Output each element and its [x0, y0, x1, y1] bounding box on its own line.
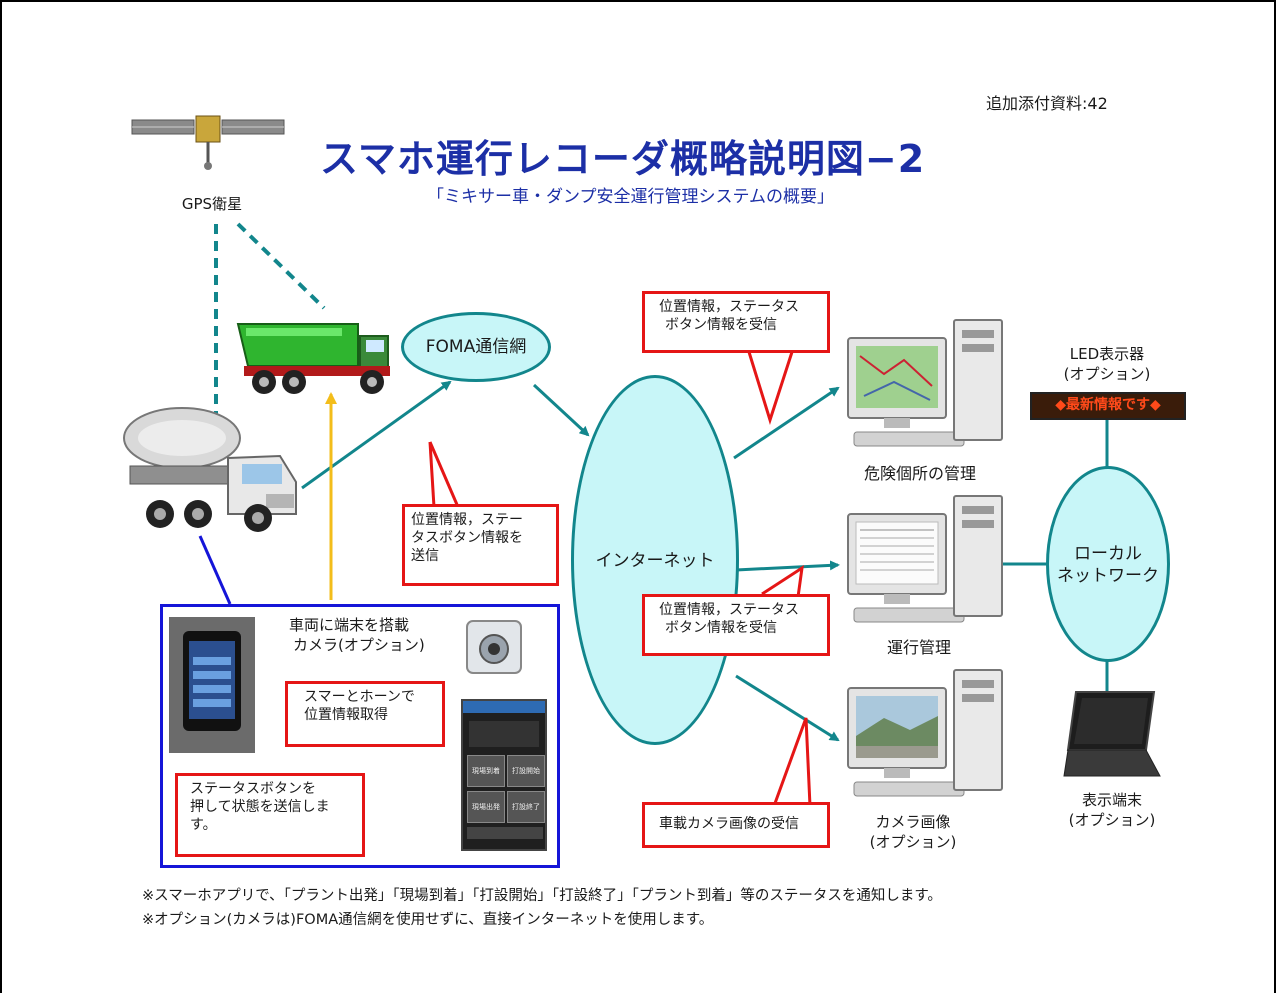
internet-label: インターネット: [595, 551, 715, 571]
receive-mid-pointer: [761, 564, 804, 598]
led-label-line1: LED表示器: [1069, 345, 1145, 363]
internet-node: インターネット: [571, 375, 739, 745]
camera-pc-icon: [847, 669, 1003, 797]
status-button-callout: ステータスボタンを 押して状態を送信しま す。: [175, 773, 365, 857]
gps-label: GPS衛星: [181, 195, 243, 213]
vehicle-terminal-label-line2: カメラ(オプション): [293, 636, 425, 654]
phone-app-info: [469, 721, 539, 747]
local-network-label-line1: ローカル: [1074, 544, 1142, 564]
gps-to-dump-link: [236, 222, 326, 310]
mixer-to-foma-arrow: [301, 380, 452, 490]
callout-line: スマーとホーンで: [304, 689, 415, 705]
send-callout-pointer: [428, 441, 436, 508]
local-network-label-line2: ネットワーク: [1057, 566, 1159, 586]
phone-app-header: [463, 701, 545, 713]
callout-line: ボタン情報を受信: [665, 317, 777, 333]
internet-to-camera-pc-arrow: [735, 674, 840, 742]
laptop-icon: [1063, 691, 1161, 777]
mixer-truck-icon: [123, 407, 297, 532]
callout-line: 押して状態を送信しま: [190, 799, 330, 815]
vehicle-box-pointer: [198, 535, 232, 605]
camera-receive-callout: 車載カメラ画像の受信: [642, 802, 830, 848]
foma-network-label: FOMA通信網: [425, 337, 527, 357]
phone-status-button[interactable]: 現場出発: [467, 791, 505, 823]
callout-line: 位置情報，ステータス: [659, 299, 799, 315]
page-subtitle: 「ミキサー車・ダンプ安全運行管理システムの概要」: [427, 187, 834, 207]
footnote-2: ※オプション(カメラは)FOMA通信網を使用せずに、直接インターネットを使用しま…: [142, 912, 714, 928]
phone-app-screen: 現場到着 打設開始 現場出発 打設終了: [461, 699, 547, 851]
camera-receive-pointer: [772, 717, 812, 807]
page-title: スマホ運行レコーダ概略説明図−2: [320, 137, 926, 181]
display-terminal-label-line1: 表示端末: [1081, 791, 1142, 809]
display-terminal-label-line2: (オプション): [1068, 811, 1156, 829]
dump-truck-icon: [236, 323, 390, 394]
send-status-callout: 位置情報，ステー タスボタン情報を 送信: [402, 504, 559, 586]
smartphone-photo: [169, 617, 255, 753]
vehicle-terminal-label-line1: 車両に端末を搭載: [289, 616, 410, 634]
smartphone-position-callout: スマーとホーンで 位置情報取得: [285, 681, 445, 747]
camera-image-label-line2: (オプション): [869, 833, 957, 851]
callout-line: す。: [190, 817, 217, 833]
receive-top-pointer: [747, 351, 794, 425]
callout-line: 位置情報，ステー: [411, 512, 523, 528]
danger-pc-icon: [847, 319, 1003, 447]
vehicle-equipment-box: 車両に端末を搭載 カメラ(オプション) 現場到着 打設開始 現場出発 打設終了 …: [160, 604, 560, 868]
led-label-line2: (オプション): [1063, 365, 1151, 383]
phone-status-button[interactable]: 打設開始: [507, 755, 545, 787]
receive-status-callout-top: 位置情報，ステータス ボタン情報を受信: [642, 291, 830, 353]
callout-line: 位置情報取得: [304, 707, 388, 723]
foma-network-node: FOMA通信網: [401, 312, 551, 382]
receive-status-callout-mid: 位置情報，ステータス ボタン情報を受信: [642, 594, 830, 656]
camera-image-label-line1: カメラ画像: [875, 813, 951, 831]
foma-to-internet-arrow: [532, 383, 590, 437]
callout-line: ボタン情報を受信: [665, 620, 777, 636]
internet-to-danger-pc-arrow: [733, 386, 840, 460]
callout-line: 位置情報，ステータス: [659, 602, 799, 618]
danger-management-label: 危険個所の管理: [863, 464, 976, 483]
callout-line: 車載カメラ画像の受信: [659, 816, 799, 832]
led-display: ◆最新情報です◆: [1030, 392, 1186, 420]
operation-management-label: 運行管理: [886, 638, 951, 657]
internet-to-operation-pc-arrow: [735, 560, 840, 572]
operation-pc-icon: [847, 495, 1003, 623]
document-reference: 追加添付資料:42: [986, 94, 1108, 113]
phone-status-button[interactable]: 現場到着: [467, 755, 505, 787]
callout-line: 送信: [411, 548, 439, 564]
callout-line: タスボタン情報を: [411, 530, 523, 546]
phone-app-footer: [467, 827, 543, 839]
local-network-node: ローカル ネットワーク: [1046, 466, 1170, 662]
gps-satellite-icon: [131, 115, 285, 170]
phone-status-button[interactable]: 打設終了: [507, 791, 545, 823]
callout-line: ステータスボタンを: [190, 781, 316, 797]
footnote-1: ※スマーホアプリで、「プラント出発」「現場到着」「打設開始」「打設終了」「プラン…: [142, 888, 942, 904]
network-camera-icon: [466, 620, 522, 674]
